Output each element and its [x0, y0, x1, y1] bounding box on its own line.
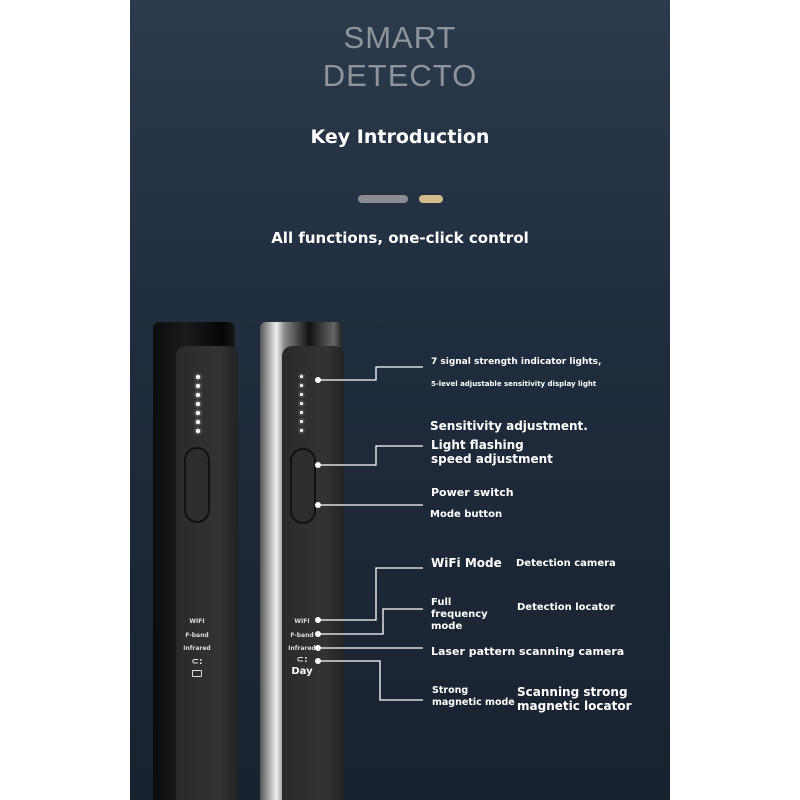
day-label: Day: [291, 666, 313, 677]
title-line1: SMART: [343, 20, 457, 55]
wifi-mode-label: WiFi Mode: [431, 556, 502, 570]
sensitivity-label: Sensitivity adjustment.: [430, 419, 588, 433]
device-black-buttons: [184, 447, 210, 523]
magnet-icon: ⊂:: [191, 657, 203, 667]
flash-speed-label: Light flashing speed adjustment: [431, 438, 553, 466]
wifi-label: WIFI: [294, 618, 310, 625]
power-switch-label: Power switch: [431, 486, 514, 499]
device-silver-face: [282, 346, 344, 800]
magnetic-mode-label: Strong magnetic mode: [432, 685, 515, 708]
sensitivity-display-label: 5-level adjustable sensitivity display l…: [431, 380, 597, 388]
infrared-label: Infrared: [183, 645, 211, 652]
subheading: All functions, one-click control: [271, 229, 529, 247]
magnet-icon: ⊂:: [296, 655, 308, 665]
mode-button-label: Mode button: [430, 509, 503, 520]
heading: Key Introduction: [310, 126, 490, 148]
full-frequency-desc: Detection locator: [517, 602, 615, 613]
wifi-mode-desc: Detection camera: [516, 558, 616, 569]
fband-label: F-band: [185, 632, 209, 639]
battery-icon: [192, 670, 202, 677]
divider-gold: [419, 195, 443, 203]
laser-label: Laser pattern scanning camera: [431, 645, 625, 658]
signal-lights-label: 7 signal strength indicator lights,: [431, 357, 602, 367]
wifi-label: WIFI: [189, 618, 205, 625]
full-frequency-label: Full frequency mode: [431, 597, 488, 632]
fband-label: F-band: [290, 632, 314, 639]
infrared-label: Infrared: [288, 645, 316, 652]
magnetic-mode-desc: Scanning strong magnetic locator: [517, 685, 632, 713]
device-black-face: [176, 346, 238, 800]
title-line2: DETECTO: [322, 58, 478, 93]
device-silver-buttons: [290, 448, 316, 524]
divider-grey: [358, 195, 408, 203]
